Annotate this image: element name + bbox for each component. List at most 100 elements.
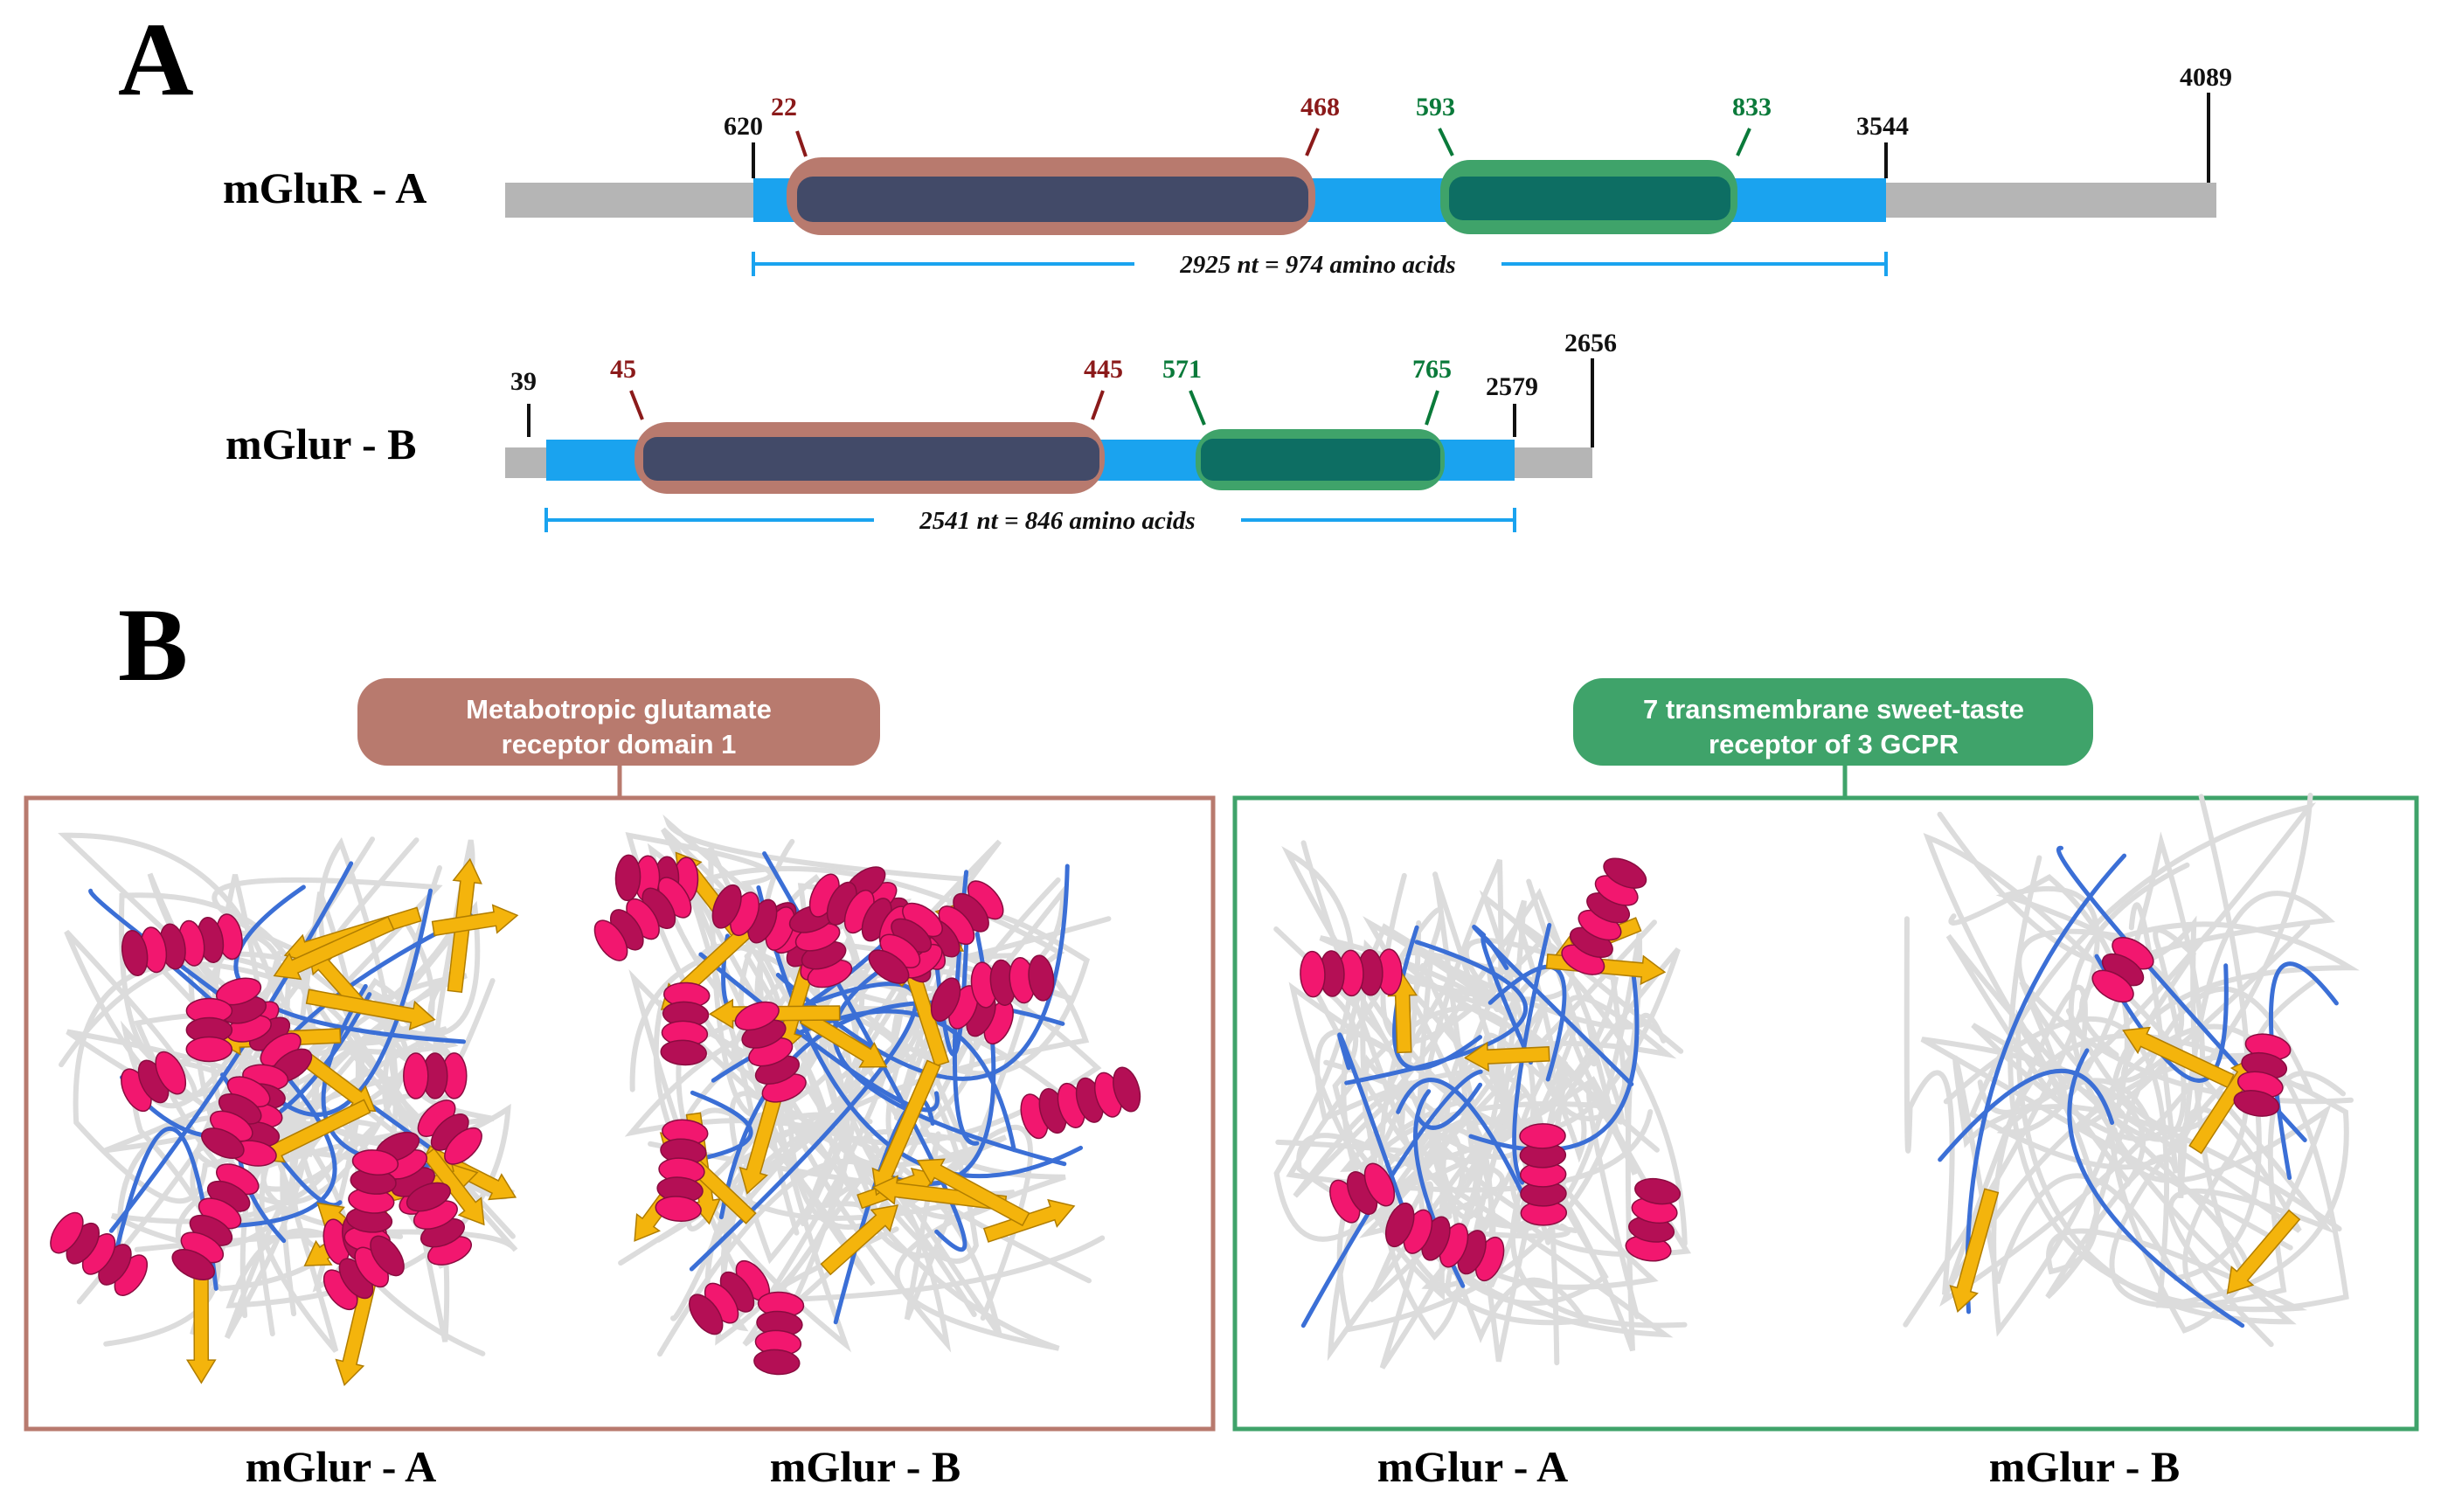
domain-box-1-title-bg — [357, 678, 880, 766]
domain1-inner-b — [643, 437, 1099, 481]
alpha-helix — [417, 1099, 482, 1165]
label-cds-start-a: 620 — [724, 112, 763, 141]
turn-segment — [1468, 962, 1640, 1153]
alpha-helix-turn — [2233, 1090, 2280, 1117]
domain-box-2: 7 transmembrane sweet-taste receptor of … — [1232, 678, 2419, 1432]
structure-label-1a: mGlur - A — [246, 1442, 437, 1491]
alpha-helix-turn — [711, 884, 742, 929]
alpha-helix — [1625, 1177, 1682, 1262]
turn-segment — [1512, 922, 1552, 1185]
turn-segment — [1344, 940, 1529, 1085]
label-d2-start-b: 571 — [1162, 355, 1202, 384]
beta-strand — [2226, 1209, 2301, 1294]
alpha-helix — [50, 1211, 149, 1296]
domain-box-2-title-line1: 7 transmembrane sweet-taste — [1643, 694, 2024, 725]
beta-strand — [871, 1059, 941, 1196]
alpha-helix — [1020, 1066, 1141, 1140]
alpha-helix — [2091, 936, 2154, 1003]
alpha-helix-turn — [930, 977, 961, 1023]
beta-strand — [1949, 1188, 2000, 1313]
gene-map-a: mGluR - A 620 22 468 593 833 3544 4089 2… — [223, 63, 2232, 281]
alpha-helix-turn — [185, 1036, 233, 1063]
structure-label-2b: mGlur - B — [1989, 1442, 2181, 1491]
alpha-helix-turn — [201, 1127, 245, 1159]
alpha-helix — [322, 1235, 405, 1311]
alpha-helix — [121, 1051, 187, 1113]
label-d2-end-b: 765 — [1412, 355, 1452, 384]
structure-mglur-b-domain1 — [593, 814, 1141, 1376]
alpha-helix-turn — [50, 1211, 84, 1254]
alpha-helix — [970, 954, 1055, 1009]
turn-segment — [1481, 935, 1533, 1065]
alpha-helix — [201, 1076, 271, 1159]
turn-segment — [1487, 964, 1567, 1082]
gene-name-b: mGlur - B — [225, 420, 417, 468]
alpha-helix-turn — [1028, 954, 1055, 1002]
alpha-helix — [734, 1001, 807, 1103]
structure-mglur-a-domain1 — [50, 832, 519, 1386]
label-d1-start-a: 22 — [771, 93, 797, 121]
domain1-inner-a — [797, 177, 1308, 222]
alpha-helix — [1384, 1202, 1505, 1282]
alpha-helix-turn — [2091, 969, 2134, 1003]
alpha-helix-turn — [444, 1127, 482, 1165]
structure-label-2a: mGlur - A — [1377, 1442, 1569, 1491]
tick-d2-start-a — [1438, 128, 1454, 156]
panel-letter-a: A — [118, 1, 194, 117]
alpha-helix-turn — [689, 1294, 724, 1335]
beta-strand — [431, 904, 519, 937]
panel-letter-b: B — [118, 586, 188, 703]
label-d2-end-a: 833 — [1732, 93, 1772, 121]
beta-strand — [820, 1204, 899, 1276]
alpha-helix-turn — [216, 977, 262, 1006]
turn-segment — [108, 861, 354, 1233]
alpha-helix-turn — [614, 854, 641, 902]
alpha-helix — [1519, 1123, 1568, 1226]
beta-strand — [739, 1094, 783, 1195]
beta-strand — [916, 1158, 1030, 1227]
domain2-inner-b — [1201, 439, 1440, 481]
structure-mglur-b-domain2 — [1903, 793, 2360, 1348]
alpha-helix — [171, 1163, 260, 1280]
alpha-helix — [1561, 857, 1647, 975]
alpha-helix-turn — [1634, 1177, 1682, 1205]
alpha-helix — [868, 902, 943, 984]
alpha-helix-turn — [406, 1182, 451, 1212]
alpha-helix — [753, 1291, 805, 1376]
domain-box-2-title-bg — [1573, 678, 2093, 766]
turn-segment — [689, 981, 919, 1272]
tick-d1-end-b — [1091, 390, 1105, 420]
structure-mglur-a-domain2 — [1273, 840, 1692, 1370]
alpha-helix-turn — [868, 949, 910, 984]
alpha-helix — [403, 1052, 468, 1099]
coil-strand — [1433, 995, 1692, 1366]
tick-d1-start-a — [795, 130, 808, 157]
coil-strand — [1971, 891, 2336, 1233]
alpha-helix-turn — [734, 1001, 780, 1031]
alpha-helix-turn — [121, 930, 149, 976]
length-label-b: 2541 nt = 846 amino acids — [919, 507, 1195, 535]
domain2-inner-a — [1449, 177, 1730, 220]
label-d1-end-a: 468 — [1300, 93, 1340, 121]
beta-strand — [422, 1148, 485, 1226]
turn-segment — [775, 864, 1070, 1081]
label-transcript-end-a: 4089 — [2180, 63, 2232, 92]
label-d1-end-b: 445 — [1084, 355, 1123, 384]
turn-segment — [1965, 853, 2127, 1314]
coil-strand — [1920, 833, 2335, 1348]
alpha-helix-turn — [370, 1235, 405, 1277]
alpha-helix — [689, 1260, 771, 1335]
beta-strand — [273, 916, 395, 981]
tick-d1-end-a — [1305, 128, 1320, 156]
alpha-helix-turn — [403, 1052, 429, 1099]
length-label-bg-a — [1134, 246, 1501, 281]
alpha-helix — [655, 1119, 709, 1222]
coil-strand — [2045, 902, 2317, 1300]
domain-box-2-frame — [1232, 795, 2419, 1432]
alpha-helix — [1329, 1162, 1396, 1224]
alpha-helix-turn — [1603, 857, 1647, 889]
gene-map-b: mGlur - B 39 45 445 571 765 2579 2656 25… — [225, 329, 1617, 538]
coil-strand — [1335, 872, 1575, 1341]
label-transcript-end-b: 2656 — [1564, 329, 1617, 357]
alpha-helix — [1300, 948, 1403, 998]
